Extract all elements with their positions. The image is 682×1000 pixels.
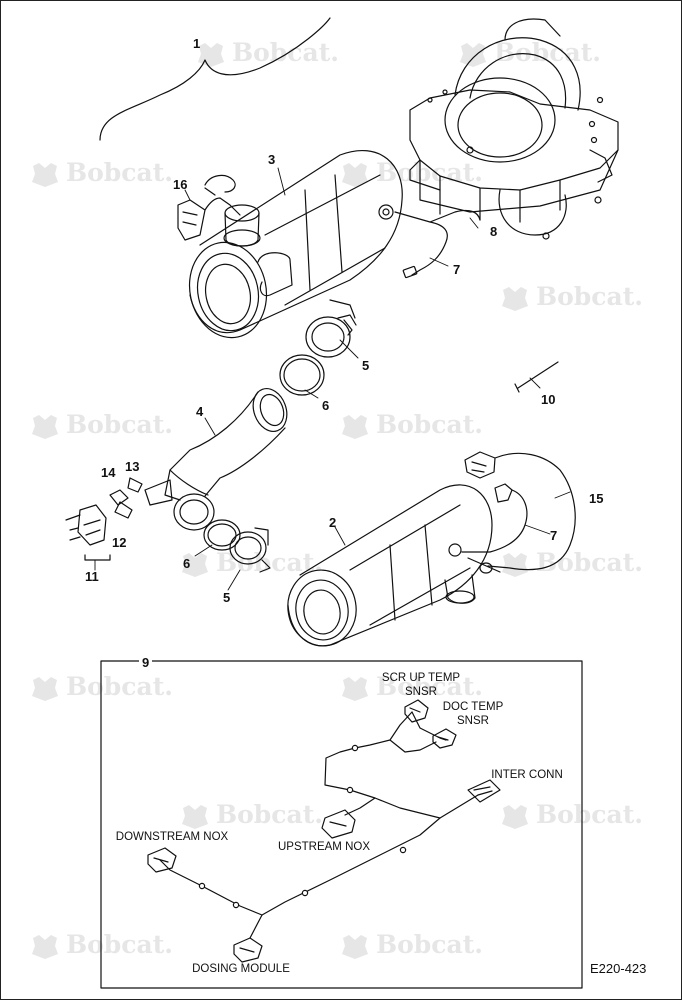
v-clamp-lower-part bbox=[229, 527, 271, 573]
callout-6-lower: 6 bbox=[183, 556, 191, 571]
bobcat-logo-icon bbox=[342, 676, 368, 701]
label-doc-temp-line2: SNSR bbox=[457, 715, 489, 727]
bobcat-watermark: Bobcat. bbox=[30, 930, 173, 960]
doc-temp-connector bbox=[432, 728, 457, 749]
assembly-bracket bbox=[99, 17, 331, 141]
wiring-harness-9-part bbox=[147, 699, 501, 963]
bobcat-watermark: Bobcat. bbox=[340, 158, 483, 188]
bobcat-watermark: Bobcat. bbox=[30, 410, 173, 440]
callout-5-lower: 5 bbox=[223, 590, 231, 605]
callout-1: 1 bbox=[193, 36, 201, 51]
label-upstream-nox: UPSTREAM NOX bbox=[277, 841, 370, 853]
bobcat-logo-icon bbox=[32, 676, 58, 701]
bobcat-logo-icon bbox=[502, 286, 528, 311]
watermark-text: Bobcat. bbox=[376, 158, 483, 187]
callout-9: 9 bbox=[139, 655, 153, 670]
bobcat-watermark: Bobcat. bbox=[196, 38, 339, 68]
callout-8: 8 bbox=[490, 224, 498, 239]
watermark-text: Bobcat. bbox=[66, 672, 173, 701]
scr-muffler-part bbox=[287, 484, 493, 647]
upstream-nox-connector bbox=[321, 809, 356, 839]
bobcat-logo-icon bbox=[502, 804, 528, 829]
cable-tie-part bbox=[514, 361, 559, 393]
bobcat-logo-icon bbox=[32, 162, 58, 187]
watermark-text: Bobcat. bbox=[536, 800, 643, 829]
bobcat-watermark: Bobcat. bbox=[340, 410, 483, 440]
watermark-text: Bobcat. bbox=[66, 410, 173, 439]
callout-6-upper: 6 bbox=[322, 398, 330, 413]
callout-14: 14 bbox=[101, 465, 116, 480]
callout-16: 16 bbox=[173, 177, 188, 192]
bobcat-watermark: Bobcat. bbox=[30, 672, 173, 702]
bobcat-watermark: Bobcat. bbox=[180, 800, 323, 830]
dosing-module-connector bbox=[233, 937, 263, 963]
v-clamp-upper-part bbox=[305, 299, 357, 358]
gasket-upper-part bbox=[279, 354, 325, 396]
callout-15: 15 bbox=[589, 491, 604, 506]
callout-7-lower: 7 bbox=[550, 528, 558, 543]
bobcat-logo-icon bbox=[342, 162, 368, 187]
mounting-frame-part bbox=[409, 18, 619, 240]
label-scr-up-temp-line1: SCR UP TEMP bbox=[381, 672, 461, 684]
downstream-nox-connector bbox=[147, 847, 177, 873]
callout-11: 11 bbox=[85, 569, 99, 584]
watermark-text: Bobcat. bbox=[376, 672, 483, 701]
bobcat-watermark: Bobcat. bbox=[500, 800, 643, 830]
bobcat-logo-icon bbox=[342, 414, 368, 439]
label-scr-up-temp: SCR UP TEMP SNSR bbox=[372, 671, 470, 699]
watermark-text: Bobcat. bbox=[376, 930, 483, 959]
figure-code: E220-423 bbox=[590, 961, 647, 976]
bobcat-logo-icon bbox=[502, 552, 528, 577]
watermark-text: Bobcat. bbox=[536, 282, 643, 311]
bobcat-logo-icon bbox=[32, 934, 58, 959]
scr-up-temp-connector bbox=[404, 699, 429, 723]
bobcat-logo-icon bbox=[182, 552, 208, 577]
bobcat-watermark: Bobcat. bbox=[340, 672, 483, 702]
label-dosing-module: DOSING MODULE bbox=[192, 963, 290, 975]
label-downstream-nox: DOWNSTREAM NOX bbox=[115, 831, 229, 843]
watermark-text: Bobcat. bbox=[232, 38, 339, 67]
callout-10: 10 bbox=[541, 392, 556, 407]
label-doc-temp: DOC TEMP SNSR bbox=[434, 700, 512, 728]
leader-lines bbox=[94, 167, 571, 591]
watermark-text: Bobcat. bbox=[536, 548, 643, 577]
watermark-text: Bobcat. bbox=[376, 410, 483, 439]
label-inter-conn: INTER CONN bbox=[491, 769, 563, 781]
callout-4: 4 bbox=[196, 404, 204, 419]
harness-detail-box bbox=[100, 660, 583, 989]
sensor-harness-15-part bbox=[464, 451, 576, 571]
gasket-lower-part bbox=[203, 519, 241, 551]
callout-3: 3 bbox=[268, 152, 276, 167]
label-scr-up-temp-line2: SNSR bbox=[405, 686, 437, 698]
watermark-text: Bobcat. bbox=[216, 800, 323, 829]
transfer-pipe-part bbox=[144, 388, 288, 531]
dosing-valve-parts bbox=[65, 477, 143, 561]
bobcat-logo-icon bbox=[182, 804, 208, 829]
bobcat-logo-icon bbox=[342, 934, 368, 959]
callout-13: 13 bbox=[125, 459, 140, 474]
doc-muffler-part bbox=[188, 150, 403, 339]
bobcat-watermark: Bobcat. bbox=[500, 282, 643, 312]
bobcat-logo-icon bbox=[32, 414, 58, 439]
bobcat-watermark: Bobcat. bbox=[340, 930, 483, 960]
sensor-7-lower-part bbox=[461, 483, 528, 573]
callout-2: 2 bbox=[329, 515, 337, 530]
bobcat-logo-icon bbox=[460, 42, 486, 67]
callout-5-upper: 5 bbox=[362, 358, 370, 373]
bobcat-watermark: Bobcat. bbox=[500, 548, 643, 578]
sensor-7-upper-part bbox=[394, 209, 481, 279]
inter-conn-connector bbox=[467, 779, 501, 803]
callout-7-upper: 7 bbox=[453, 262, 461, 277]
bobcat-watermark: Bobcat. bbox=[30, 158, 173, 188]
callout-12: 12 bbox=[112, 535, 127, 550]
watermark-text: Bobcat. bbox=[66, 158, 173, 187]
watermark-text: Bobcat. bbox=[66, 930, 173, 959]
label-doc-temp-line1: DOC TEMP bbox=[442, 701, 504, 713]
